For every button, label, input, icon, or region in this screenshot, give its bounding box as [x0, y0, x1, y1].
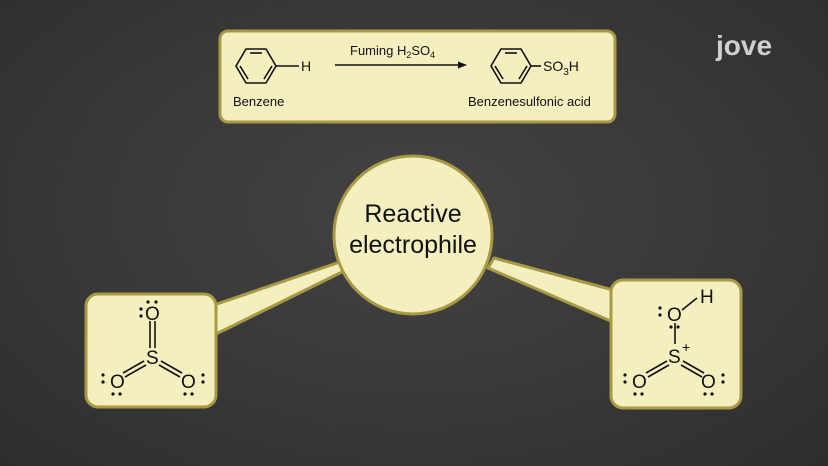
product-substituent: SO3H [543, 58, 579, 78]
so3-right-oxygen: O [181, 372, 196, 393]
so3-left-oxygen: O [110, 372, 125, 393]
so3-top-oxygen: O [145, 304, 160, 325]
jove-logo: jove [715, 30, 772, 61]
reaction-arrow-icon [335, 61, 467, 69]
hso3-bonds [645, 297, 705, 378]
logo-text: jove [715, 30, 772, 61]
product-ring-icon [490, 48, 541, 84]
reactant-label: Benzene [233, 94, 284, 109]
hso3-lone-pairs [623, 306, 725, 396]
reactive-electrophile-bubble: Reactive electrophile [332, 154, 494, 316]
hso3-hydrogen: H [700, 287, 714, 308]
hso3-top-oxygen: O [667, 305, 682, 326]
center-line2: electrophile [349, 231, 477, 259]
so3-sulfur: S [146, 348, 159, 369]
so3-bonds [122, 321, 183, 378]
hso3-charge: + [682, 339, 690, 355]
so3-box-frame [84, 292, 218, 409]
so3-lone-pairs [101, 300, 205, 396]
benzene-ring-icon [235, 48, 299, 84]
right-callout-pointer [486, 256, 615, 324]
reactant-substituent: H [301, 58, 311, 74]
hso3-sulfur: S [668, 347, 681, 368]
center-line1: Reactive [364, 200, 461, 228]
hso3-left-oxygen: O [632, 372, 647, 393]
so3-structure-box: O S O O [84, 292, 218, 409]
reaction-box: H Benzene Fuming H2SO4 SO3H Benzenesulfo… [218, 29, 617, 124]
hso3-box-frame [609, 278, 743, 410]
product-label: Benzenesulfonic acid [468, 94, 591, 109]
center-circle [332, 154, 494, 316]
reagent-label: Fuming H2SO4 [350, 43, 435, 60]
left-callout-pointer [212, 260, 348, 337]
hso3-right-oxygen: O [701, 372, 716, 393]
hso3-structure-box: H O S + O O [609, 278, 743, 410]
